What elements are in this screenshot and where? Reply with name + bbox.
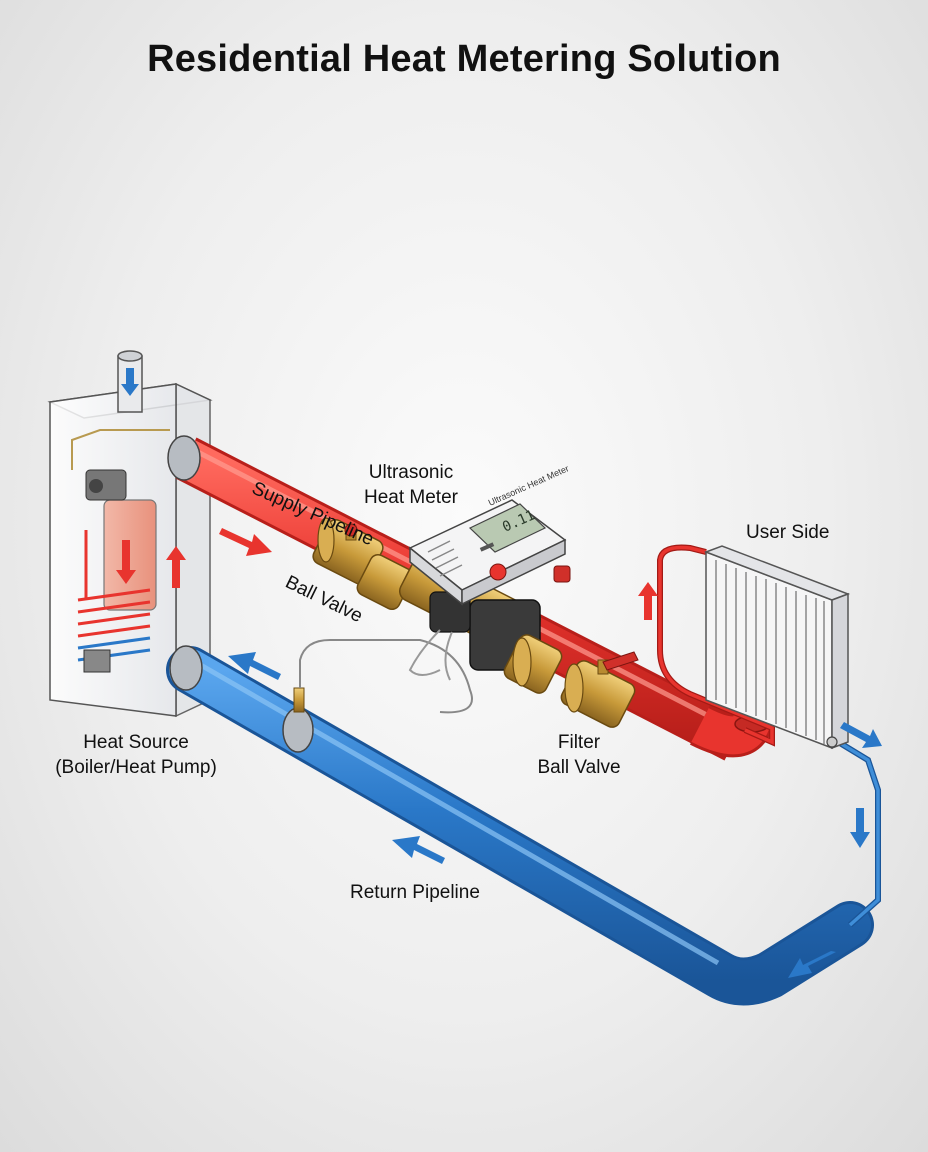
heat-source-unit — [47, 350, 213, 718]
meter-button — [489, 563, 507, 581]
return-inlet-fitting — [169, 645, 203, 691]
return-flow-arrow-boiler — [228, 652, 281, 680]
meter-supply-sensor — [553, 565, 571, 583]
label-heat-source-line2: (Boiler/Heat Pump) — [55, 757, 217, 778]
label-heat-source: Heat Source (Boiler/Heat Pump) — [36, 730, 236, 780]
return-flow-arrow-main — [392, 836, 445, 864]
gas-line — [71, 429, 170, 470]
flue-top — [117, 350, 143, 362]
tank-arrow-up — [166, 546, 186, 588]
label-heat-meter-line2: Heat Meter — [364, 487, 458, 508]
meter-display — [468, 503, 547, 553]
return-riser-arrow — [850, 808, 870, 848]
label-return-pipeline: Return Pipeline — [350, 882, 480, 903]
label-filter-valve: Ball Valve — [537, 757, 621, 778]
filter-ball-valve — [503, 634, 639, 728]
supply-flow-arrow — [219, 528, 272, 556]
supply-ball-valve — [312, 517, 414, 611]
label-filter-ball-valve: Filter Ball Valve — [536, 730, 622, 780]
return-flow-arrow-corner — [788, 951, 836, 978]
burner-nozzle — [89, 479, 103, 493]
return-temp-sensor-fitting — [282, 707, 314, 753]
return-temp-sensor — [293, 687, 305, 713]
flue-arrow-down — [121, 368, 139, 396]
label-heat-meter-line1: Ultrasonic — [368, 462, 454, 483]
label-filter: Filter — [557, 732, 601, 753]
radiator-valve — [826, 736, 838, 748]
label-heat-meter: Ultrasonic Heat Meter — [346, 460, 476, 510]
radiator-outlet-arrow — [840, 722, 882, 748]
supply-riser-arrow — [638, 582, 658, 620]
flow-arrows — [219, 528, 882, 978]
page-title: Residential Heat Metering Solution — [147, 38, 781, 80]
supply-outlet-fitting — [167, 435, 201, 481]
radiator — [703, 545, 851, 750]
meter-face-label: Ultrasonic Heat Meter — [487, 463, 571, 508]
label-heat-source-line1: Heat Source — [83, 732, 189, 753]
return-pipeline — [166, 645, 881, 1006]
pump-block — [83, 649, 111, 673]
heating-coil — [77, 588, 151, 638]
label-user-side: User Side — [746, 522, 830, 543]
tank-arrow-down — [116, 540, 136, 584]
